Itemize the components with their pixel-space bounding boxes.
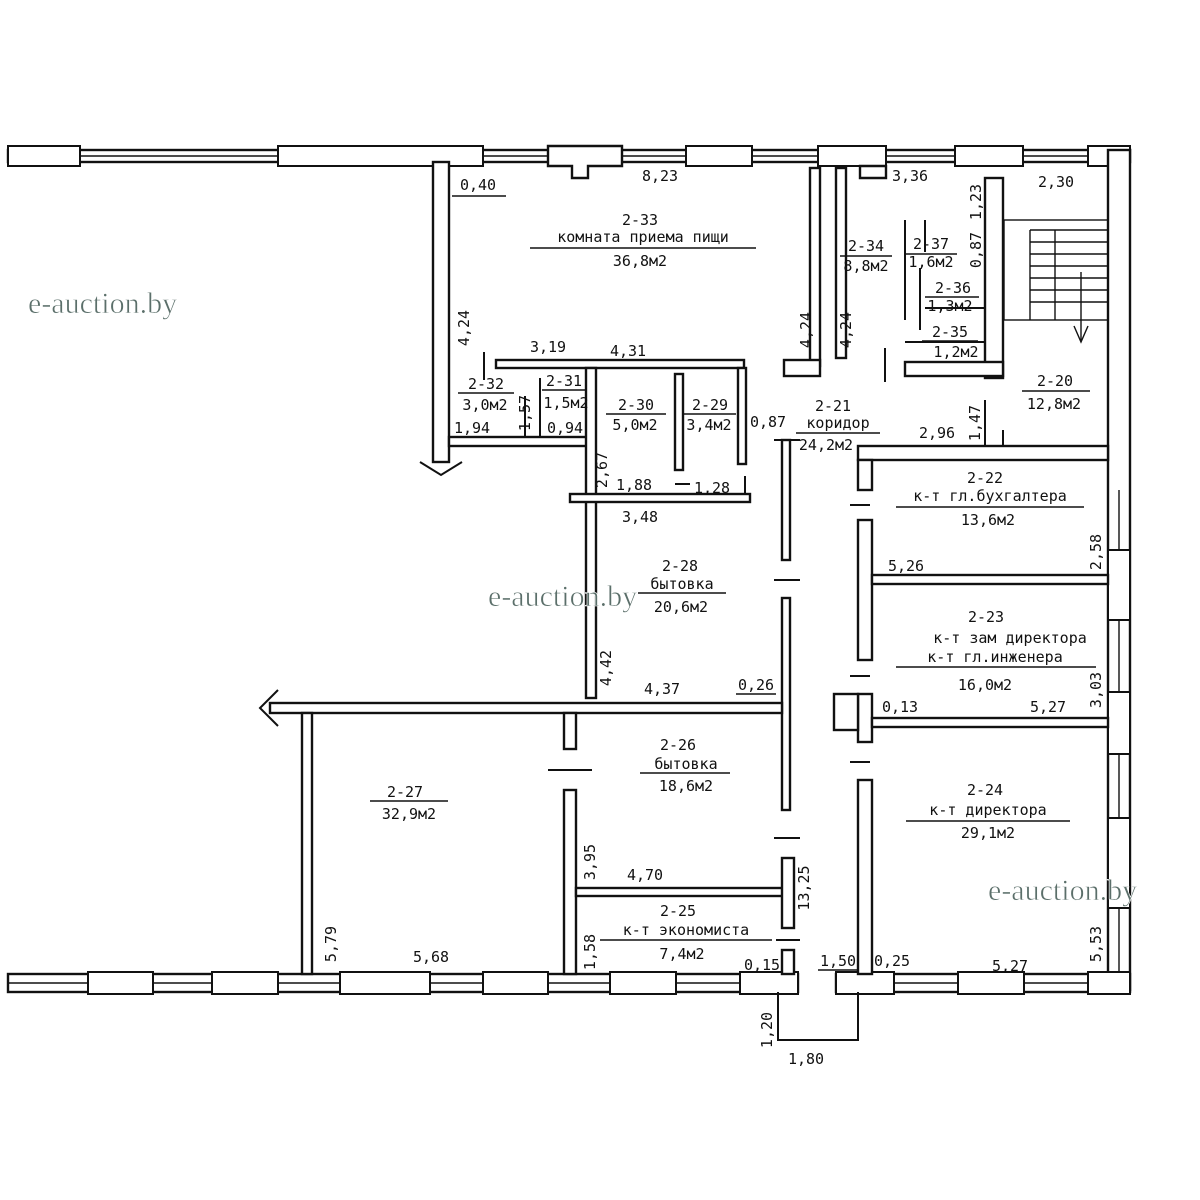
dim-label: 3,03 bbox=[1087, 672, 1105, 708]
room-2-29-id: 2-29 bbox=[692, 396, 728, 414]
dim-label: 5,68 bbox=[413, 948, 449, 966]
room-2-34-area: 8,8м2 bbox=[843, 257, 888, 275]
room-2-30-id: 2-30 bbox=[618, 396, 654, 414]
dim-label: 1,47 bbox=[966, 405, 984, 441]
room-2-36-area: 1,3м2 bbox=[927, 297, 972, 315]
dim-label: 5,26 bbox=[888, 557, 924, 575]
room-2-28-id: 2-28 bbox=[662, 557, 698, 575]
dim-label: 1,50 bbox=[820, 952, 856, 970]
room-2-32-area: 3,0м2 bbox=[462, 396, 507, 414]
room-2-33-name: комната приема пищи bbox=[557, 228, 729, 246]
room-2-23-name2: к-т гл.инженера bbox=[927, 648, 1062, 666]
room-2-25-name: к-т экономиста bbox=[623, 921, 749, 939]
room-2-22-area: 13,6м2 bbox=[961, 511, 1015, 529]
room-2-23-name: к-т зам директора bbox=[933, 629, 1087, 647]
dim-label: 3,36 bbox=[892, 167, 928, 185]
dim-label: 4,42 bbox=[597, 650, 615, 686]
dim-label: 0,25 bbox=[874, 952, 910, 970]
dim-label: 2,96 bbox=[919, 424, 955, 442]
dim-label: 1,88 bbox=[616, 476, 652, 494]
dim-label: 4,37 bbox=[644, 680, 680, 698]
room-2-31-id: 2-31 bbox=[546, 372, 582, 390]
room-2-21-name: коридор bbox=[806, 414, 869, 432]
dim-label: 4,31 bbox=[610, 342, 646, 360]
dim-label: 4,24 bbox=[797, 312, 815, 348]
dim-label: 5,27 bbox=[1030, 698, 1066, 716]
dim-label: 3,48 bbox=[622, 508, 658, 526]
dim-label: 1,94 bbox=[454, 419, 490, 437]
watermark-text: e-auction.by bbox=[488, 580, 637, 613]
dim-label: 0,15 bbox=[744, 956, 780, 974]
room-2-20-area: 12,8м2 bbox=[1027, 395, 1081, 413]
room-2-34-id: 2-34 bbox=[848, 237, 884, 255]
dim-label: 0,13 bbox=[882, 698, 918, 716]
room-2-24-id: 2-24 bbox=[967, 781, 1003, 799]
room-2-37-area: 1,6м2 bbox=[908, 253, 953, 271]
dim-label: 1,58 bbox=[581, 934, 599, 970]
dim-label: 4,24 bbox=[455, 310, 473, 346]
interior-walls bbox=[258, 160, 1110, 976]
room-2-27-id: 2-27 bbox=[387, 783, 423, 801]
dim-label: 2,58 bbox=[1087, 534, 1105, 570]
dim-label: 3,95 bbox=[581, 844, 599, 880]
dim-label: 4,70 bbox=[627, 866, 663, 884]
room-2-28-name: бытовка bbox=[650, 575, 713, 593]
dim-label: 1,20 bbox=[758, 1012, 776, 1048]
dim-label: 2,67 bbox=[593, 452, 611, 488]
room-2-37-id: 2-37 bbox=[913, 235, 949, 253]
dim-label: 5,27 bbox=[992, 957, 1028, 975]
room-2-28-area: 20,6м2 bbox=[654, 598, 708, 616]
room-2-33-id: 2-33 bbox=[622, 211, 658, 229]
dim-label: 0,26 bbox=[738, 676, 774, 694]
dim-label: 0,94 bbox=[547, 419, 583, 437]
room-2-23-area: 16,0м2 bbox=[958, 676, 1012, 694]
dim-label: 4,24 bbox=[837, 312, 855, 348]
room-2-32-id: 2-32 bbox=[468, 375, 504, 393]
room-2-27-area: 32,9м2 bbox=[382, 805, 436, 823]
room-2-36-id: 2-36 bbox=[935, 279, 971, 297]
dim-label: 0,87 bbox=[750, 413, 786, 431]
dim-label: 0,87 bbox=[967, 232, 985, 268]
room-2-22-id: 2-22 bbox=[967, 469, 1003, 487]
watermark-text: e-auction.by bbox=[28, 287, 177, 320]
dim-label: 1,28 bbox=[694, 479, 730, 497]
room-2-23-id: 2-23 bbox=[968, 608, 1004, 626]
room-2-25-area: 7,4м2 bbox=[659, 945, 704, 963]
room-2-25-id: 2-25 bbox=[660, 902, 696, 920]
room-2-26-id: 2-26 bbox=[660, 736, 696, 754]
stair bbox=[1003, 219, 1109, 344]
dim-label: 1,23 bbox=[967, 184, 985, 220]
room-2-31-area: 1,5м2 bbox=[543, 394, 588, 412]
room-2-21-id: 2-21 bbox=[815, 397, 851, 415]
dim-label: 3,19 bbox=[530, 338, 566, 356]
room-2-22-name: к-т гл.бухгалтера bbox=[913, 487, 1067, 505]
room-2-26-name: бытовка bbox=[654, 755, 717, 773]
room-labels: 2-33 комната приема пищи 36,8м2 2-34 8,8… bbox=[370, 211, 1096, 963]
room-2-24-name: к-т директора bbox=[929, 801, 1046, 819]
dim-label: 13,25 bbox=[795, 865, 813, 910]
room-2-26-area: 18,6м2 bbox=[659, 777, 713, 795]
room-2-24-area: 29,1м2 bbox=[961, 824, 1015, 842]
room-2-30-area: 5,0м2 bbox=[612, 416, 657, 434]
dim-label: 5,53 bbox=[1087, 926, 1105, 962]
dim-label: 0,40 bbox=[460, 176, 496, 194]
dim-label: 1,80 bbox=[788, 1050, 824, 1068]
dimension-labels: 0,40 8,23 3,36 2,30 1,23 0,87 4,24 4,24 … bbox=[322, 167, 1105, 1068]
exterior-walls bbox=[6, 144, 1132, 1041]
room-2-20-id: 2-20 bbox=[1037, 372, 1073, 390]
watermarks: e-auction.by e-auction.by e-auction.by bbox=[28, 287, 1138, 908]
room-2-29-area: 3,4м2 bbox=[686, 416, 731, 434]
room-2-35-id: 2-35 bbox=[932, 323, 968, 341]
room-2-35-area: 1,2м2 bbox=[933, 343, 978, 361]
room-2-33-area: 36,8м2 bbox=[613, 252, 667, 270]
dim-label: 1,57 bbox=[516, 395, 534, 431]
dim-label: 5,79 bbox=[322, 926, 340, 962]
watermark-text: e-auction.by bbox=[988, 874, 1137, 907]
room-2-21-area: 24,2м2 bbox=[799, 436, 853, 454]
dim-label: 8,23 bbox=[642, 167, 678, 185]
dim-label: 2,30 bbox=[1038, 173, 1074, 191]
